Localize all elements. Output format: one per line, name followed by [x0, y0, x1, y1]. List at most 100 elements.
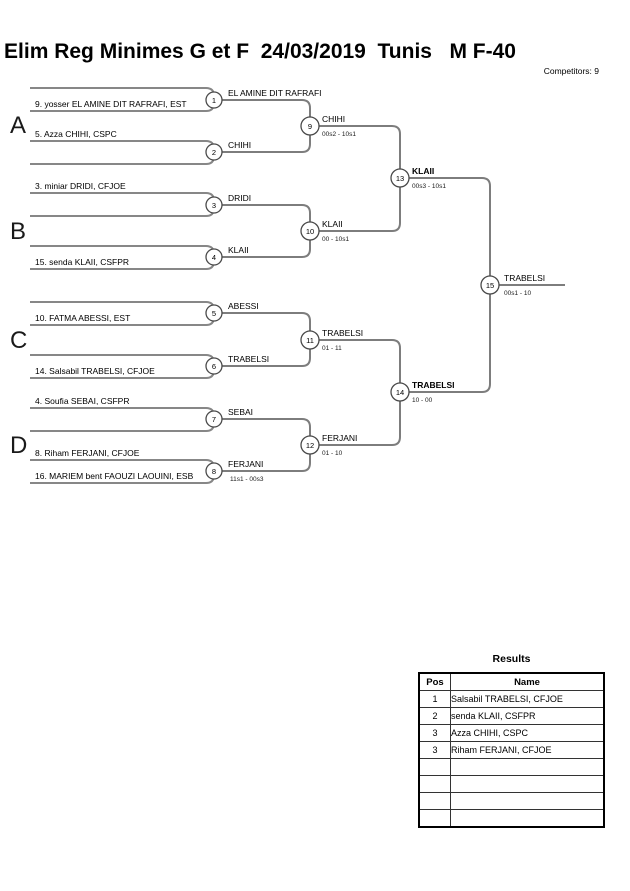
results-table: Pos Name 1 Salsabil TRABELSI, CFJOE 2 se… [418, 672, 605, 828]
connector-line [318, 125, 401, 232]
match-9-number: 9 [308, 122, 312, 131]
page-title: Elim Reg Minimes G et F 24/03/2019 Tunis… [4, 40, 516, 63]
section-label-d: D [10, 432, 27, 459]
result-name: Salsabil TRABELSI, CFJOE [450, 690, 605, 708]
match-3-circle [205, 196, 223, 214]
result-name [450, 775, 605, 793]
result-pos: 1 [418, 690, 451, 708]
result-pos: 3 [418, 724, 451, 742]
match-15-score: 00s1 - 10 [504, 290, 531, 297]
match-11-number: 11 [306, 336, 314, 345]
section-label-c: C [10, 327, 27, 354]
results-row: 3 Azza CHIHI, CSPC [418, 724, 605, 742]
match-5-circle [205, 304, 223, 322]
match-13-number: 13 [396, 174, 404, 183]
match-11-winner: TRABELSI [322, 328, 363, 338]
match-12-number: 12 [306, 441, 314, 450]
match-2-number: 2 [212, 148, 216, 157]
match-14-score: 10 - 00 [412, 397, 433, 404]
player-ferjani: 8. Riham FERJANI, CFJOE [35, 448, 140, 458]
match-2-winner: CHIHI [228, 140, 251, 150]
match-9-winner: CHIHI [322, 114, 345, 124]
match-12-winner: FERJANI [322, 433, 357, 443]
match-1-number: 1 [212, 96, 216, 105]
match-7-circle [205, 410, 223, 428]
match-13-score: 00s3 - 10s1 [412, 183, 446, 190]
slot-pair-line [30, 407, 215, 432]
match-15-circle [480, 275, 500, 295]
match-3-winner: DRIDI [228, 193, 251, 203]
section-label-a: A [10, 112, 26, 139]
result-pos: 2 [418, 707, 451, 725]
results-row [418, 809, 605, 828]
match-10-number: 10 [306, 227, 314, 236]
player-dridi: 3. miniar DRIDI, CFJOE [35, 181, 126, 191]
results-row [418, 792, 605, 810]
result-name [450, 792, 605, 810]
results-row: 1 Salsabil TRABELSI, CFJOE [418, 690, 605, 708]
player-trabelsi: 14. Salsabil TRABELSI, CFJOE [35, 366, 155, 376]
match-8-winner: FERJANI [228, 459, 263, 469]
match-10-score: 00 - 10s1 [322, 236, 349, 243]
match-6-winner: TRABELSI [228, 354, 269, 364]
match-11-circle [300, 330, 320, 350]
player-sebai: 4. Soufia SEBAI, CSFPR [35, 396, 129, 406]
results-header-name: Name [450, 672, 605, 691]
player-laouini: 16. MARIEM bent FAOUZI LAOUINI, ESB [35, 471, 194, 481]
result-name [450, 758, 605, 776]
match-4-winner: KLAII [228, 245, 249, 255]
match-9-score: 00s2 - 10s1 [322, 131, 356, 138]
match-7-winner: SEBAI [228, 407, 253, 417]
match-15-winner: TRABELSI [504, 273, 545, 283]
match-5-winner: ABESSI [228, 301, 259, 311]
match-12-circle [300, 435, 320, 455]
result-pos [418, 775, 451, 793]
result-name [450, 809, 605, 828]
section-label-b: B [10, 218, 26, 245]
results-row: 3 Riham FERJANI, CFJOE [418, 741, 605, 759]
match-12-score: 01 - 10 [322, 450, 343, 457]
match-6-number: 6 [212, 362, 216, 371]
match-8-circle [205, 462, 223, 480]
match-14-winner: TRABELSI [412, 380, 455, 390]
results-panel: Results Pos Name 1 Salsabil TRABELSI, CF… [418, 653, 605, 828]
match-11-score: 01 - 11 [322, 345, 342, 352]
result-name: senda KLAII, CSFPR [450, 707, 605, 725]
match-2-circle [205, 143, 223, 161]
result-pos [418, 809, 451, 828]
result-name: Azza CHIHI, CSPC [450, 724, 605, 742]
match-14-circle [390, 382, 410, 402]
results-header-row: Pos Name [418, 672, 605, 691]
player-el-amine-dit-rafrafi: 9. yosser EL AMINE DIT RAFRAFI, EST [35, 99, 187, 109]
connector-line [408, 177, 491, 393]
match-8-score: 11s1 - 00s3 [230, 476, 264, 483]
match-15-number: 15 [486, 281, 494, 290]
match-4-number: 4 [212, 253, 216, 262]
match-1-winner: EL AMINE DIT RAFRAFI [228, 88, 322, 98]
results-row [418, 775, 605, 793]
result-pos: 3 [418, 741, 451, 759]
match-10-winner: KLAII [322, 219, 343, 229]
results-header-pos: Pos [418, 672, 451, 691]
result-name: Riham FERJANI, CFJOE [450, 741, 605, 759]
player-klaii: 15. senda KLAII, CSFPR [35, 257, 129, 267]
match-4-circle [205, 248, 223, 266]
match-1-circle [205, 91, 223, 109]
results-row [418, 758, 605, 776]
match-14-number: 14 [396, 388, 404, 397]
match-5-number: 5 [212, 309, 216, 318]
slot-pair-line [30, 192, 215, 217]
match-3-number: 3 [212, 201, 216, 210]
match-8-number: 8 [212, 467, 216, 476]
match-13-circle [390, 168, 410, 188]
competitors-count: Competitors: 9 [543, 66, 599, 76]
match-9-circle [300, 116, 320, 136]
result-pos [418, 758, 451, 776]
match-6-circle [205, 357, 223, 375]
match-7-number: 7 [212, 415, 216, 424]
slot-pair-line [30, 140, 215, 165]
result-pos [418, 792, 451, 810]
player-abessi: 10. FATMA ABESSI, EST [35, 313, 130, 323]
player-chihi: 5. Azza CHIHI, CSPC [35, 129, 117, 139]
